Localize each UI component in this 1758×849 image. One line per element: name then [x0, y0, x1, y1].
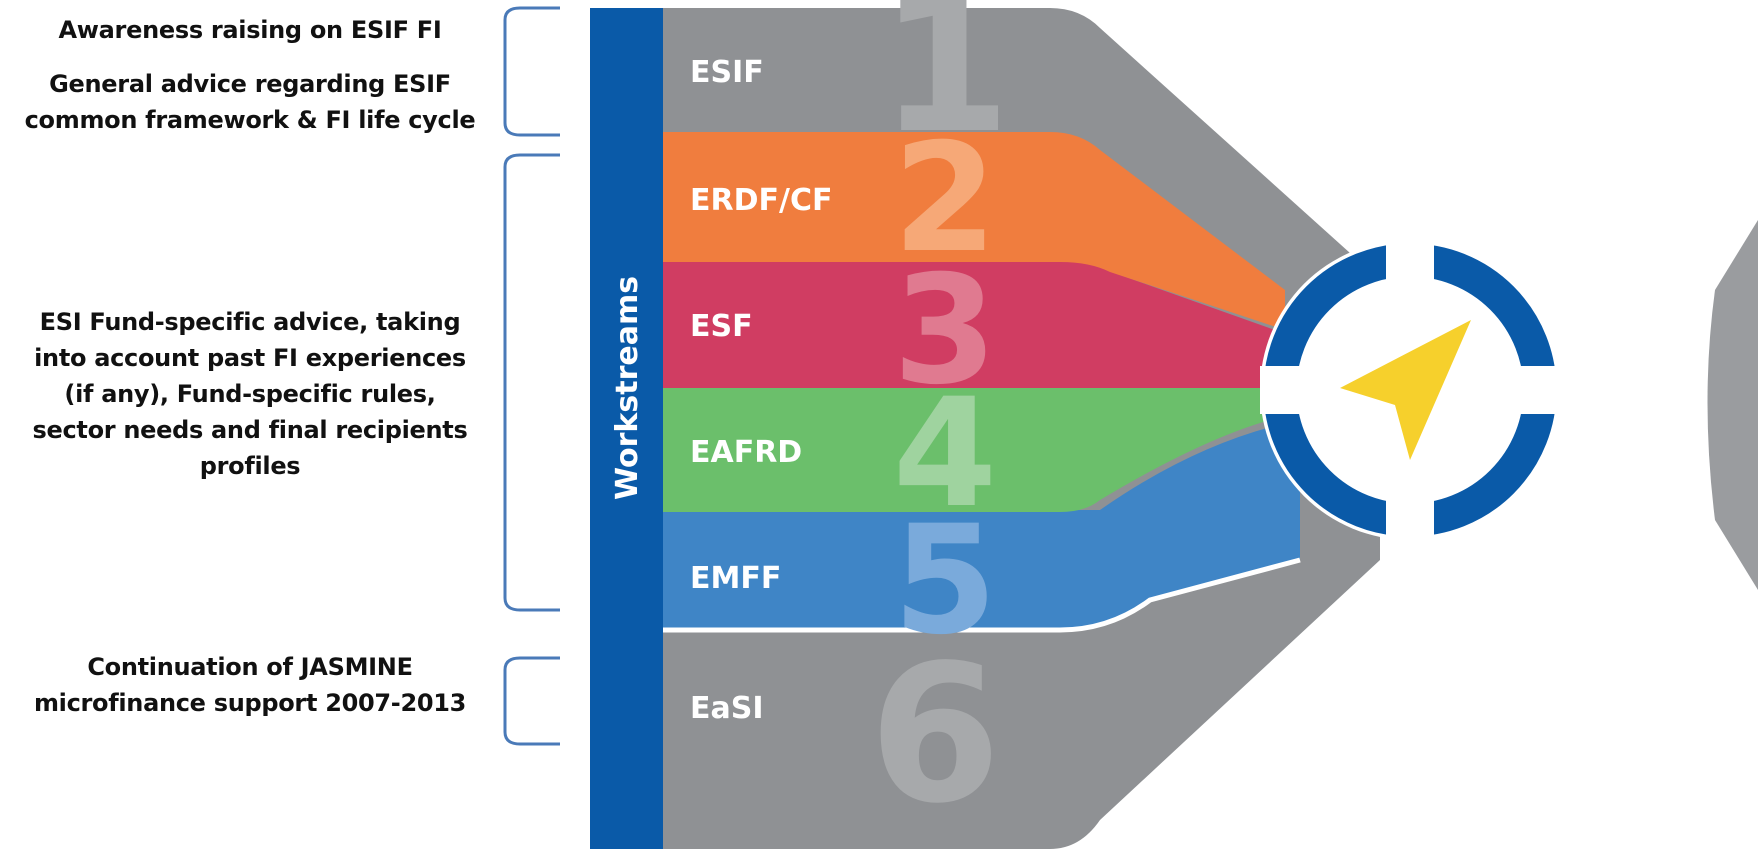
annotation-general-advice-line-1: General advice regarding ESIF [49, 70, 451, 98]
label-eafrd: EAFRD [690, 435, 802, 470]
label-esif: ESIF [690, 55, 764, 90]
easi-separator [663, 557, 1301, 633]
workstream-labels: ESIF ERDF/CF ESF EAFRD EMFF EaSI [690, 55, 832, 726]
annotation-jasmine-line-2: microfinance support 2007-2013 [33, 689, 467, 717]
compass-icon [1260, 240, 1560, 540]
band-emff [663, 420, 1300, 630]
annotation-general-advice-line-2: common framework & FI life cycle [24, 106, 476, 134]
workstreams-sidebar [590, 8, 663, 849]
compass-needle [1340, 320, 1471, 460]
label-esf: ESF [690, 309, 753, 344]
annotation-jasmine-line-1: Continuation of JASMINE [87, 653, 413, 681]
annotation-fund-specific-line-2: into account past FI experiences [34, 344, 466, 372]
band-esf [663, 258, 1275, 388]
annotation-general-advice: General advice regarding ESIF common fra… [0, 66, 500, 138]
right-chevron [1707, 220, 1758, 590]
number-1: 1 [879, 0, 1011, 175]
brace-easi [503, 656, 560, 746]
number-2: 2 [893, 112, 997, 286]
annotation-fund-specific-line-3: (if any), Fund-specific rules, [64, 380, 436, 408]
annotation-fund-specific-line-1: ESI Fund-specific advice, taking [39, 308, 461, 336]
braces [503, 6, 560, 746]
label-erdf-cf: ERDF/CF [690, 183, 832, 218]
number-4: 4 [893, 367, 997, 541]
band-eafrd [663, 384, 1270, 512]
sidebar-label: Workstreams [610, 276, 645, 500]
annotation-awareness: Awareness raising on ESIF FI [0, 12, 500, 48]
number-3: 3 [893, 244, 997, 418]
label-emff: EMFF [690, 561, 781, 596]
annotation-fund-specific-line-5: profiles [199, 452, 301, 480]
workstream-numbers: 1 2 3 4 5 6 [869, 0, 1011, 845]
label-easi: EaSI [690, 691, 764, 726]
annotation-fund-specific: ESI Fund-specific advice, taking into ac… [0, 304, 500, 484]
number-6: 6 [869, 624, 1001, 845]
annotation-awareness-text: Awareness raising on ESIF FI [58, 16, 442, 44]
brace-esif [503, 6, 560, 137]
band-erdf [663, 132, 1285, 330]
brace-funds [503, 153, 560, 612]
number-5: 5 [893, 494, 997, 668]
annotation-fund-specific-line-4: sector needs and final recipients [32, 416, 468, 444]
annotation-jasmine: Continuation of JASMINE microfinance sup… [0, 649, 500, 721]
